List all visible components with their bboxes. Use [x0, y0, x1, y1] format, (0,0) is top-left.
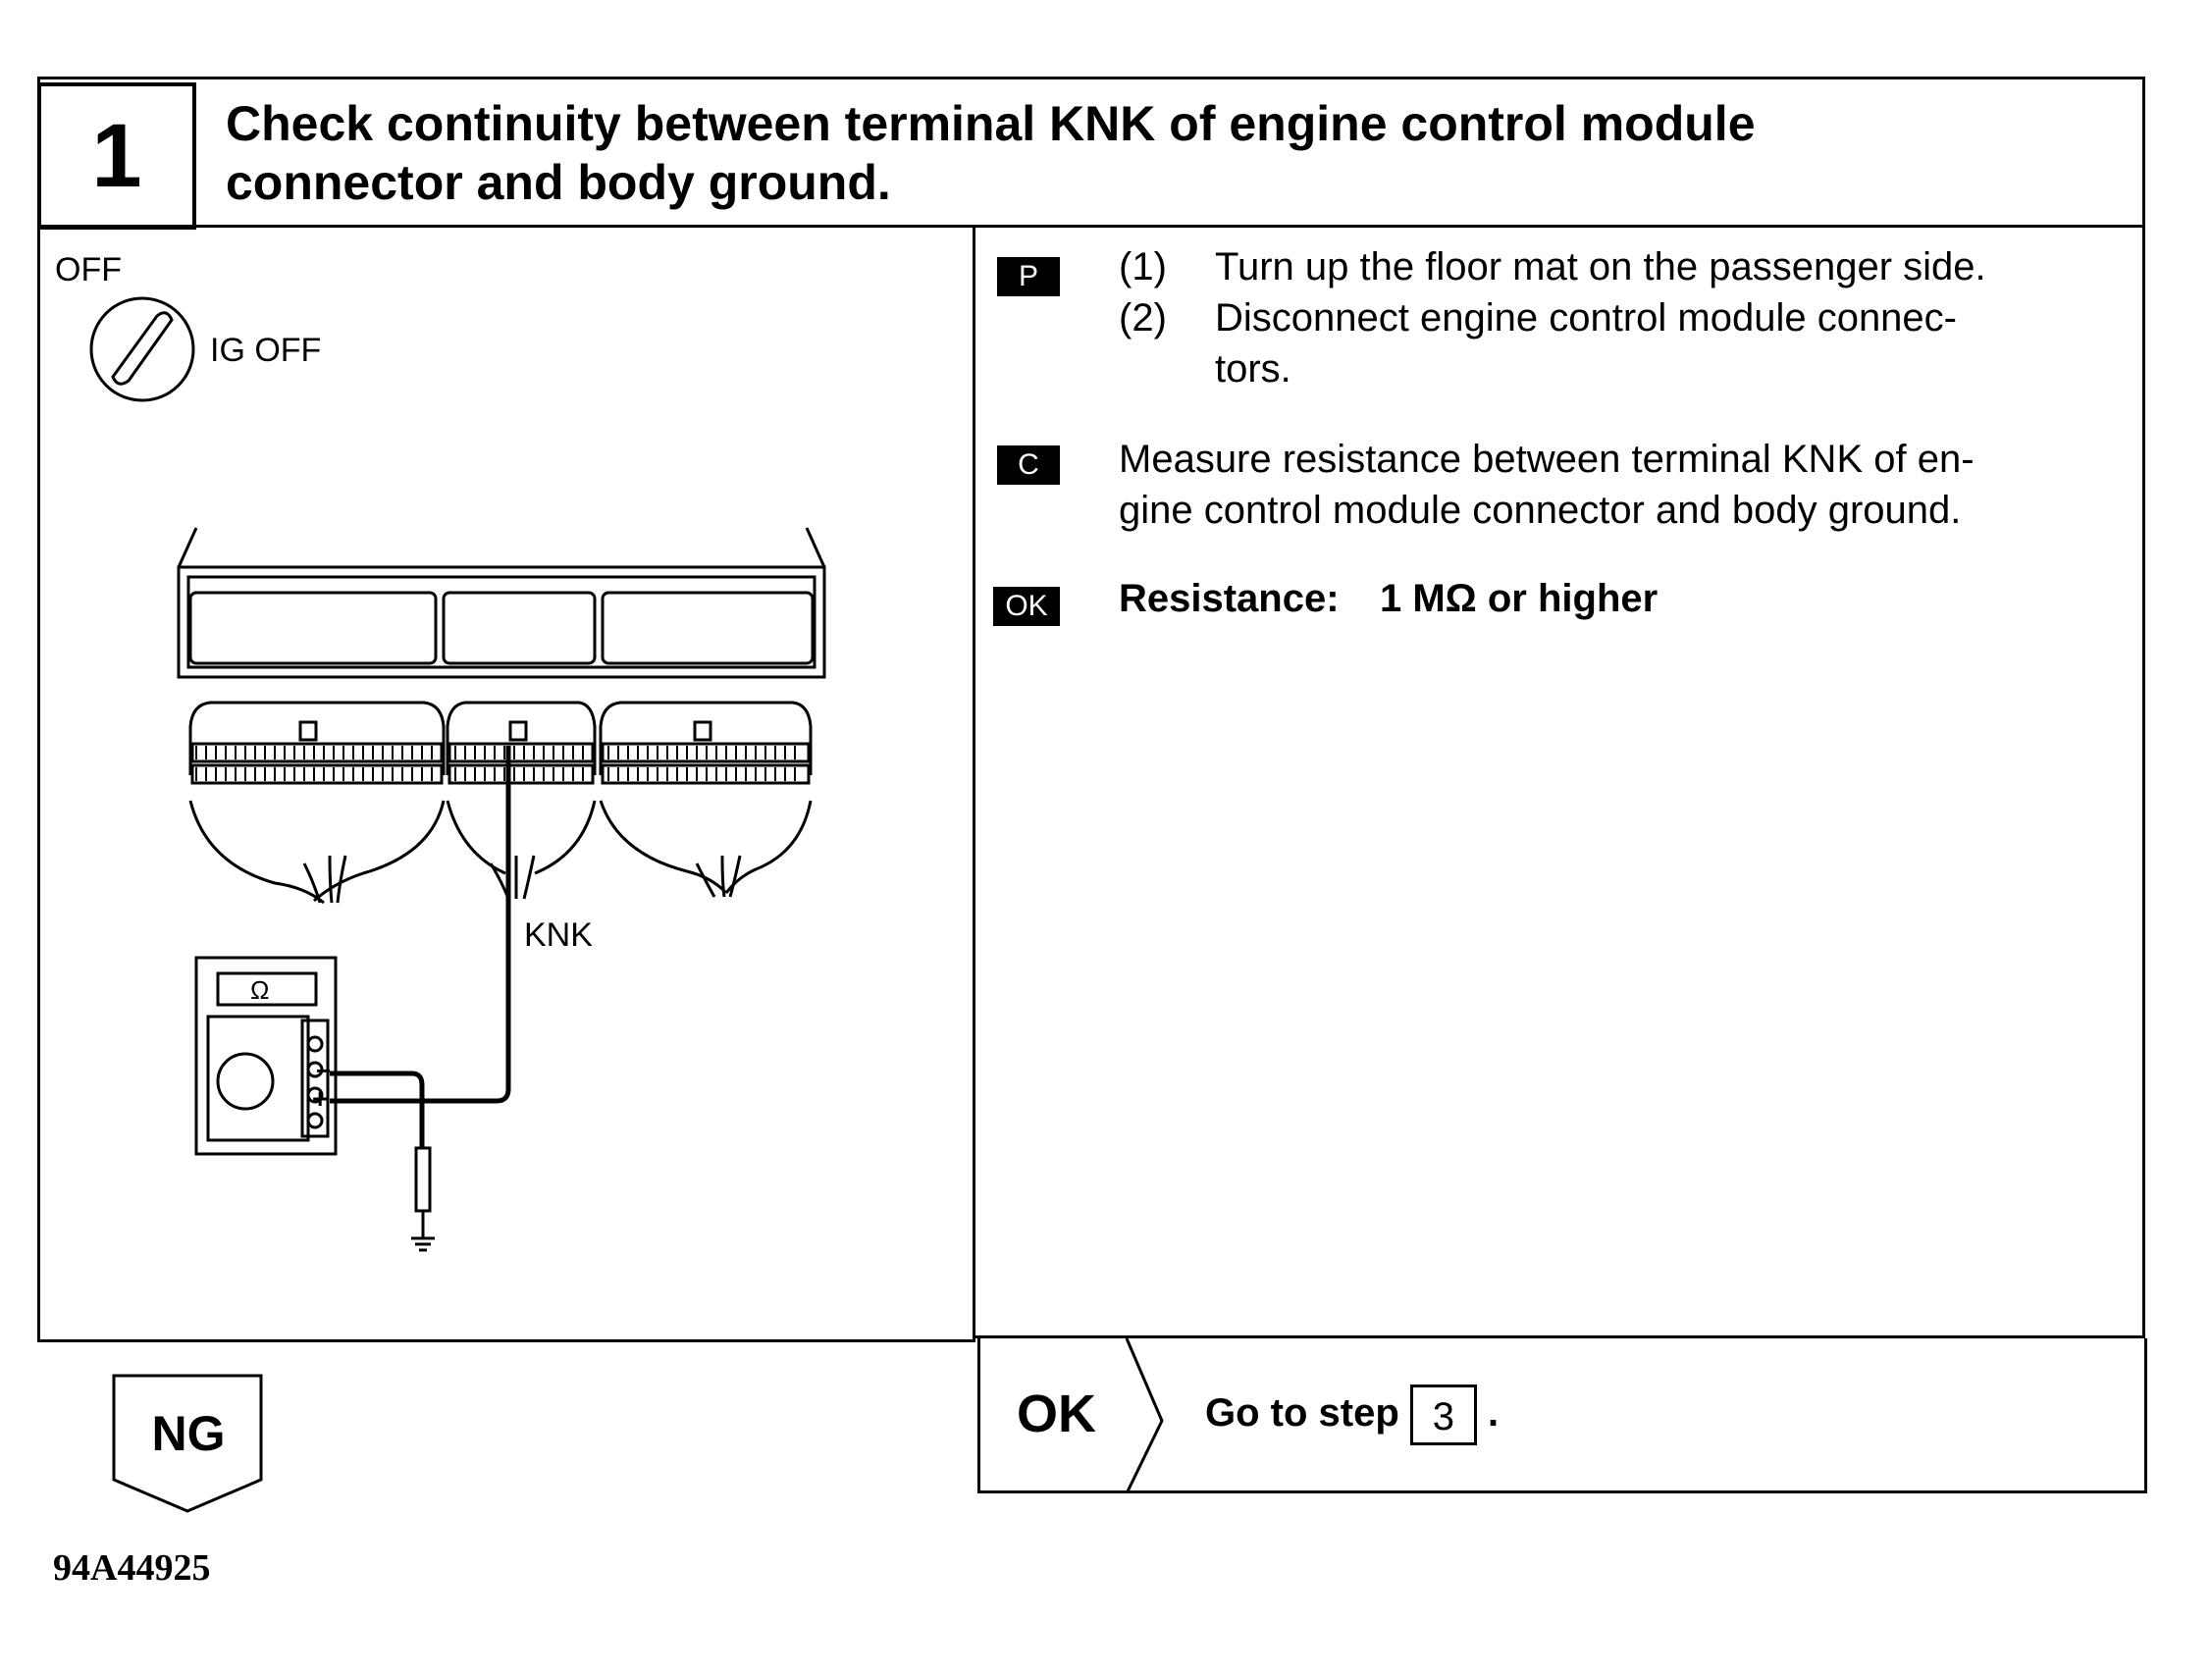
check-line1: Measure resistance between terminal KNK …	[1119, 438, 1975, 481]
procedure-panel	[975, 228, 2145, 1338]
probe-lead-icon	[330, 746, 511, 1148]
step-number: 1	[37, 82, 196, 230]
ok-action: Go to step 3 .	[1205, 1380, 1499, 1446]
ng-shield-icon	[112, 1374, 263, 1513]
ohmmeter-icon	[194, 956, 338, 1156]
prep-step-2-line2: tors.	[1215, 347, 1291, 391]
terminal-knk-label: KNK	[524, 916, 593, 954]
ok-spec-tag: OK	[993, 587, 1060, 626]
next-step-number[interactable]: 3	[1409, 1385, 1477, 1446]
step-title-line1: Check continuity between terminal KNK of…	[226, 96, 1756, 151]
ok-arrow-icon	[1125, 1338, 1164, 1493]
prep-step-1-num: (1)	[1119, 245, 1167, 288]
ignition-switch-icon	[89, 296, 195, 402]
prep-step-2-num: (2)	[1119, 296, 1167, 340]
ok-result-panel	[977, 1338, 2147, 1493]
ignition-label: IG OFF	[210, 332, 322, 369]
ok-action-text: Go to step	[1205, 1391, 1399, 1435]
spec-label: Resistance:	[1119, 577, 1340, 620]
ground-probe-icon	[411, 1146, 435, 1252]
spec-value: 1 MΩ or higher	[1380, 577, 1659, 620]
check-tag: C	[997, 445, 1060, 485]
step-title-line2: connector and body ground.	[226, 155, 891, 210]
ecm-connectors-icon	[188, 701, 813, 905]
ok-action-period: .	[1488, 1391, 1500, 1435]
check-line2: gine control module connector and body g…	[1119, 489, 1962, 532]
prep-step-2-line1: Disconnect engine control module connec-	[1215, 296, 1957, 340]
prep-step-2-text: Disconnect engine control module connec-…	[1215, 292, 1957, 394]
prep-step-1-text: Turn up the floor mat on the passenger s…	[1215, 245, 1986, 288]
ng-label: NG	[151, 1406, 226, 1461]
meter-ohm-symbol: Ω	[250, 975, 270, 1005]
prep-tag: P	[997, 257, 1060, 296]
check-text: Measure resistance between terminal KNK …	[1119, 434, 1975, 536]
ok-label: OK	[1017, 1385, 1096, 1443]
illustration-panel	[37, 228, 975, 1342]
switch-state-label: OFF	[55, 251, 122, 288]
figure-code: 94A44925	[53, 1547, 211, 1589]
ecm-body-icon	[177, 527, 826, 679]
step-title: Check continuity between terminal KNK of…	[226, 94, 2090, 212]
